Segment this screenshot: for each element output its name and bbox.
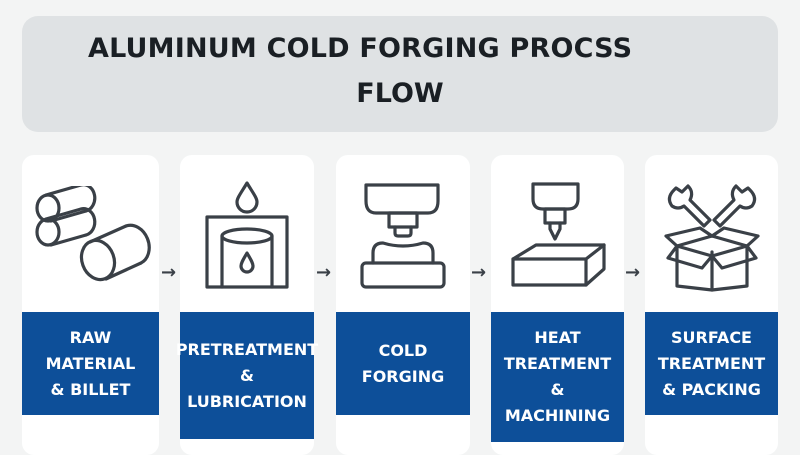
billets-icon xyxy=(22,173,159,298)
step-label-line: PRETREATMENT xyxy=(175,339,319,359)
step-card-cold-forging: COLD FORGING xyxy=(336,155,470,455)
step-label-line: RAW xyxy=(69,327,112,347)
step-card-heat-treatment: HEAT TREATMENT & MACHINING xyxy=(491,155,624,455)
arrow-icon: → xyxy=(316,262,332,283)
step-label: RAW MATERIAL & BILLET xyxy=(22,312,159,415)
step-label-line: SURFACE xyxy=(671,327,752,347)
step-label-line: TREATMENT xyxy=(657,353,766,373)
machining-tool-icon xyxy=(491,173,624,298)
arrow-icon: → xyxy=(161,262,177,283)
step-label-line: HEAT xyxy=(534,328,581,347)
step-label: COLD FORGING xyxy=(336,312,470,415)
arrow-icon: → xyxy=(471,262,487,283)
step-label-line: FORGING xyxy=(361,366,445,386)
title-line-1: ALUMINUM COLD FORGING PROCSS xyxy=(88,33,633,64)
step-label: PRETREATMENT & LUBRICATION xyxy=(176,312,318,439)
step-label-line: & BILLET xyxy=(50,379,131,399)
forging-press-icon xyxy=(336,173,470,298)
step-label-line: & xyxy=(550,380,565,399)
step-card-raw-material: RAW MATERIAL & BILLET xyxy=(22,155,159,455)
step-label-line: MATERIAL xyxy=(45,353,136,373)
arrow-icon: → xyxy=(625,262,641,283)
step-label-line: TREATMENT xyxy=(503,354,612,373)
step-label-line: LUBRICATION xyxy=(187,391,307,411)
title-line-2: FLOW xyxy=(356,78,444,109)
step-card-pretreatment: PRETREATMENT & LUBRICATION xyxy=(176,155,318,455)
step-card-surface-treatment: SURFACE TREATMENT & PACKING xyxy=(645,155,778,455)
step-label: HEAT TREATMENT & MACHINING xyxy=(491,312,624,442)
title-banner xyxy=(22,16,778,132)
step-label: SURFACE TREATMENT & PACKING xyxy=(645,312,778,415)
lubrication-tank-icon xyxy=(180,173,314,298)
wrenches-box-icon xyxy=(645,173,778,298)
step-label-line: & xyxy=(240,365,254,385)
step-label-line: MACHINING xyxy=(504,406,611,425)
step-label-line: COLD xyxy=(378,340,428,360)
step-label-line: & PACKING xyxy=(662,379,761,399)
